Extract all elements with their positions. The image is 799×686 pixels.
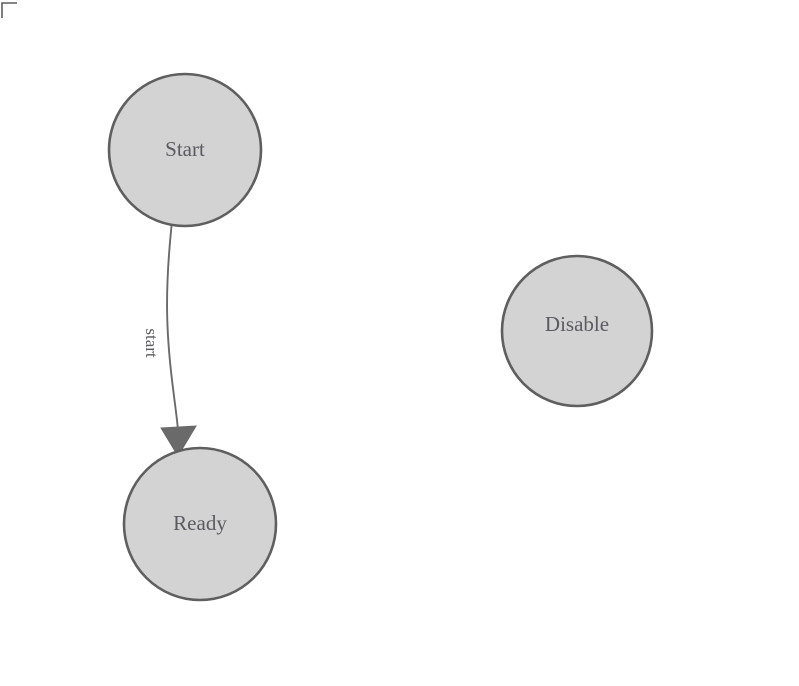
edge-start-to-ready-label: start <box>142 328 161 358</box>
node-start-shape <box>107 72 263 228</box>
node-ready-shape <box>122 446 278 602</box>
node-disable-shape <box>500 254 654 408</box>
node-start[interactable]: Start <box>107 72 263 228</box>
node-disable-label: Disable <box>545 312 609 336</box>
node-ready[interactable]: Ready <box>122 446 278 602</box>
edge-start-to-ready-arrowhead <box>160 425 197 457</box>
edge-start-to-ready[interactable]: start <box>142 225 197 457</box>
corner-bracket-icon <box>1 2 17 18</box>
node-ready-label: Ready <box>173 511 227 535</box>
node-start-label: Start <box>165 137 205 161</box>
edge-start-to-ready-line <box>166 225 179 431</box>
node-disable[interactable]: Disable <box>500 254 654 408</box>
